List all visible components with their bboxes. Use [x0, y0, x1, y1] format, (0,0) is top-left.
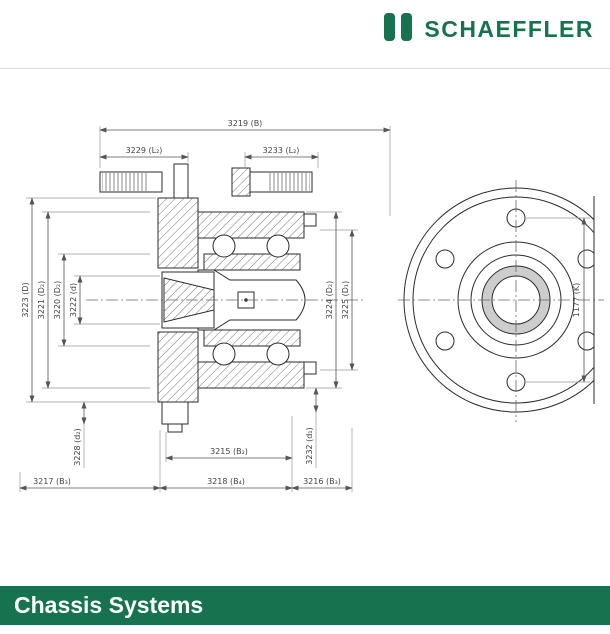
dim-label-3232-d1: 3232 (d₁) [305, 427, 314, 464]
section-view [86, 163, 366, 433]
footer-bar: Chassis Systems [0, 586, 610, 625]
hub-pilot [161, 401, 189, 425]
dim-label-3219-B: 3219 (B) [228, 119, 263, 128]
dim-label-3215-B2: 3215 (B₂) [210, 447, 248, 456]
bearing-ball [212, 234, 236, 258]
schaeffler-logo-icon [381, 10, 415, 49]
stud-boss [231, 167, 251, 197]
bolt-hole [435, 249, 455, 269]
dim-label-3225-D1: 3225 (D₁) [341, 281, 350, 320]
outer-ring-bottom [197, 361, 305, 389]
dim-label-3220-D2: 3220 (D₂) [53, 281, 62, 320]
header-divider [0, 68, 610, 69]
hub-flange-top [157, 197, 199, 269]
inner-ring-top [203, 253, 301, 271]
outer-ring-top [197, 211, 305, 239]
front-view: 1177 (K) [398, 180, 604, 422]
bearing-ball [212, 342, 236, 366]
dim-label-3221-D2: 3221 (D₂) [37, 281, 46, 320]
bolt-hole [435, 331, 455, 351]
dim-label-3223-D: 3223 (D) [21, 282, 30, 317]
bolt-hole [577, 331, 594, 351]
dim-label-3224-D2: 3224 (D₂) [325, 281, 334, 320]
dim-label-3217-B3: 3217 (B₃) [33, 477, 71, 486]
schaeffler-logo-text: SCHAEFFLER [424, 16, 594, 42]
brand-header: SCHAEFFLER [381, 10, 594, 49]
dim-label-1177-K: 1177 (K) [572, 283, 581, 317]
dim-label-3216-B3: 3216 (B₃) [303, 477, 341, 486]
hub-flange-bottom [157, 331, 199, 403]
dim-label-3222-d: 3222 (d) [69, 283, 78, 317]
bearing-ball [266, 342, 290, 366]
footer-label: Chassis Systems [14, 592, 204, 618]
bearing-ball [266, 234, 290, 258]
section-dimensions: 3219 (B) 3229 (L₂) 3233 (L₂) 3223 (D) 32… [19, 119, 391, 492]
dim-label-3229-L2: 3229 (L₂) [126, 146, 163, 155]
dim-label-3218-B4: 3218 (B₄) [207, 477, 245, 486]
dim-label-3233-L2: 3233 (L₂) [263, 146, 300, 155]
inner-ring-bottom [203, 329, 301, 347]
dim-label-3228-d2: 3228 (d₂) [73, 428, 82, 465]
bolt-hole [577, 249, 594, 269]
stud-head [173, 163, 189, 199]
